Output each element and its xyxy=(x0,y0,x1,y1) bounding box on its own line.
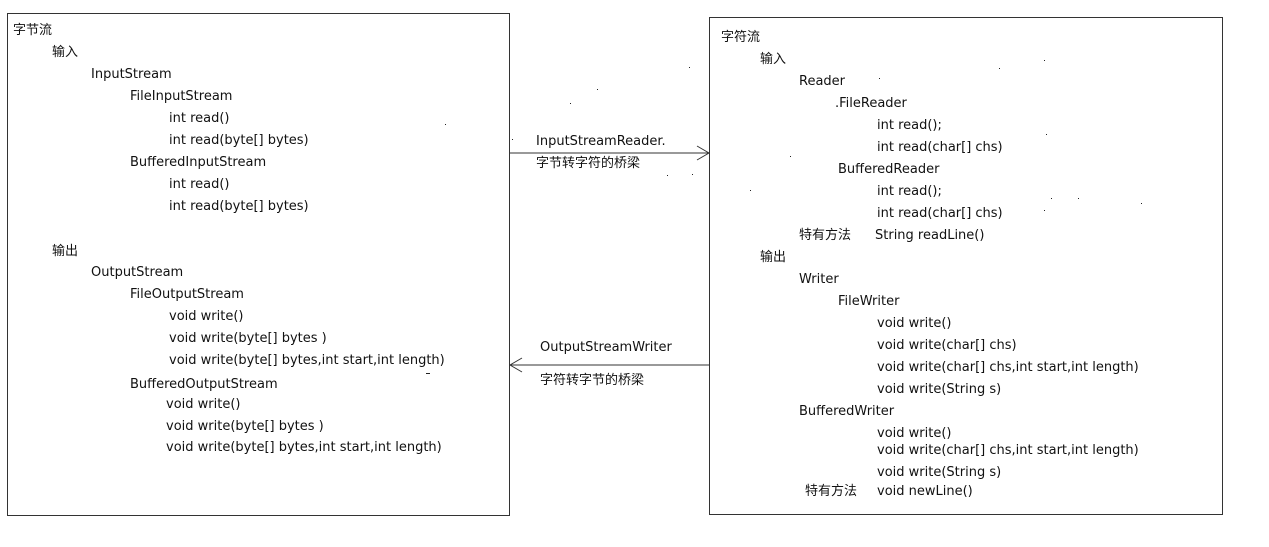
speck xyxy=(999,68,1000,69)
special-method-label: 特有方法 xyxy=(799,228,852,243)
bos-method: void write(byte[] bytes ) xyxy=(166,419,324,434)
input-bridge-arrow xyxy=(510,145,710,161)
speck xyxy=(879,78,880,79)
speck xyxy=(689,67,690,68)
fr-method: int read(char[] chs) xyxy=(877,140,1003,155)
speck xyxy=(667,175,668,176)
byte-stream-title: 字节流 xyxy=(13,23,53,38)
fw-method: void write(char[] chs) xyxy=(877,338,1017,353)
speck xyxy=(426,373,430,374)
buffered-output-stream-node: BufferedOutputStream xyxy=(130,377,278,392)
input-bridge-desc: 字节转字符的桥梁 xyxy=(536,156,641,171)
bos-method: void write() xyxy=(166,397,241,412)
output-stream-node: OutputStream xyxy=(91,265,184,280)
writer-node: Writer xyxy=(799,272,839,287)
fw-method: void write() xyxy=(877,316,952,331)
readline-row: 特有方法 String readLine() xyxy=(799,228,984,244)
buffered-input-stream-node: BufferedInputStream xyxy=(130,155,267,170)
fis-method: int read() xyxy=(169,111,230,126)
speck xyxy=(692,174,693,175)
input-bridge-name: InputStreamReader. xyxy=(536,134,666,149)
speck xyxy=(1046,134,1047,135)
speck xyxy=(512,139,513,140)
speck xyxy=(445,124,446,125)
fos-method: void write(byte[] bytes ) xyxy=(169,331,327,346)
buffered-reader-node: BufferedReader xyxy=(838,162,940,177)
speck xyxy=(750,190,751,191)
output-bridge-name: OutputStreamWriter xyxy=(540,340,672,355)
char-stream-title: 字符流 xyxy=(721,30,761,45)
file-output-stream-node: FileOutputStream xyxy=(130,287,244,302)
buffered-writer-node: BufferedWriter xyxy=(799,404,895,419)
speck xyxy=(1051,198,1052,199)
char-stream-box: 字符流 输入 Reader .FileReader int read(); in… xyxy=(709,17,1223,515)
bis-method: int read(byte[] bytes) xyxy=(169,199,309,214)
readline-method: String readLine() xyxy=(875,228,985,243)
bw-method: void write(String s) xyxy=(877,465,1002,480)
fw-method: void write(String s) xyxy=(877,382,1002,397)
byte-input-label: 输入 xyxy=(52,45,79,60)
input-stream-node: InputStream xyxy=(91,67,172,82)
file-input-stream-node: FileInputStream xyxy=(130,89,233,104)
file-writer-node: FileWriter xyxy=(838,294,900,309)
speck xyxy=(1044,60,1045,61)
br-method: int read(); xyxy=(877,184,942,199)
special-method-label: 特有方法 xyxy=(805,484,858,499)
byte-stream-box: 字节流 输入 InputStream FileInputStream int r… xyxy=(7,13,510,516)
speck xyxy=(1078,198,1079,199)
bis-method: int read() xyxy=(169,177,230,192)
newline-method: void newLine() xyxy=(877,484,973,499)
bw-method: void write() xyxy=(877,426,952,441)
speck xyxy=(570,103,571,104)
char-input-label: 输入 xyxy=(760,52,787,67)
speck xyxy=(1141,203,1142,204)
output-bridge-desc: 字符转字节的桥梁 xyxy=(540,373,645,388)
byte-output-label: 输出 xyxy=(52,244,79,259)
speck xyxy=(1044,210,1045,211)
bw-method: void write(char[] chs,int start,int leng… xyxy=(877,443,1139,458)
fos-method: void write(byte[] bytes,int start,int le… xyxy=(169,353,445,368)
file-reader-node: .FileReader xyxy=(835,96,907,111)
bos-method: void write(byte[] bytes,int start,int le… xyxy=(166,440,442,455)
speck xyxy=(790,156,791,157)
newline-row: 特有方法 void newLine() xyxy=(805,484,973,500)
br-method: int read(char[] chs) xyxy=(877,206,1003,221)
char-output-label: 输出 xyxy=(760,250,787,265)
speck xyxy=(597,89,598,90)
output-bridge-arrow xyxy=(509,357,709,373)
reader-node: Reader xyxy=(799,74,846,89)
fis-method: int read(byte[] bytes) xyxy=(169,133,309,148)
fw-method: void write(char[] chs,int start,int leng… xyxy=(877,360,1139,375)
fos-method: void write() xyxy=(169,309,244,324)
fr-method: int read(); xyxy=(877,118,942,133)
